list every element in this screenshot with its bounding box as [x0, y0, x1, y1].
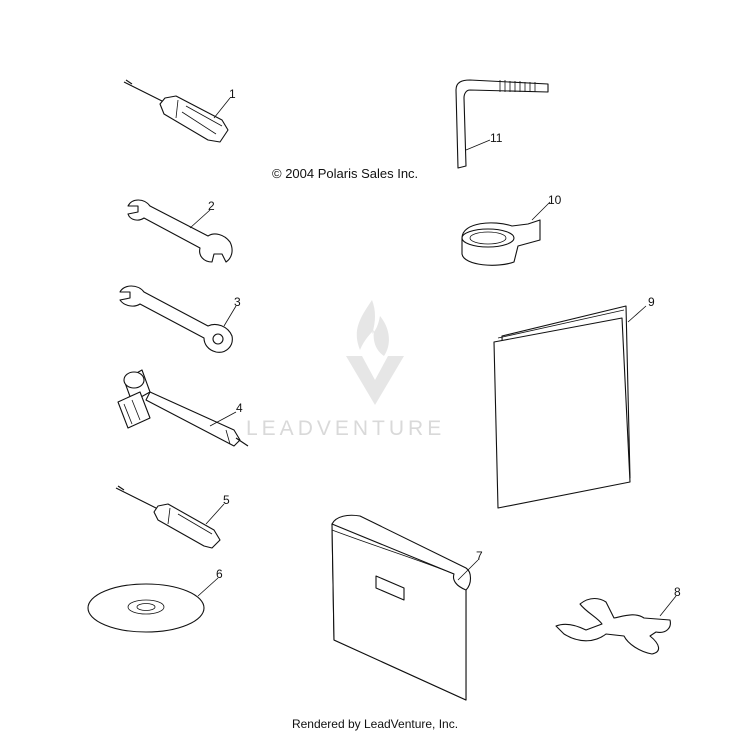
cd-disc-part [87, 583, 205, 633]
spark-plug-socket-part [117, 369, 249, 447]
footer-credit: Rendered by LeadVenture, Inc. [291, 717, 459, 731]
screwdriver-small-part [115, 485, 221, 549]
leadventure-watermark: LEADVENTURE [246, 300, 445, 440]
owners-manual-part [493, 305, 631, 509]
flame-logo-icon [346, 300, 404, 405]
callout-7: 7 [476, 549, 483, 563]
callout-labels: 1 2 3 4 5 6 7 8 9 10 11 [208, 87, 681, 599]
screwdriver-large-part [123, 79, 229, 143]
callout-1: 1 [229, 87, 236, 101]
combination-wrench-part [119, 285, 233, 353]
callout-4: 4 [236, 401, 243, 415]
open-end-wrench-part [127, 199, 233, 263]
callout-10: 10 [548, 193, 562, 207]
watermark-text: LEADVENTURE [246, 417, 445, 440]
callout-6: 6 [216, 567, 223, 581]
callout-9: 9 [648, 295, 655, 309]
callout-leaders [189, 97, 677, 617]
tool-pouch-part [331, 514, 472, 701]
spanner-pin-wrench-part [555, 597, 671, 655]
copyright-text: © 2004 Polaris Sales Inc. [272, 166, 419, 181]
hex-key-part [455, 79, 549, 169]
callout-3: 3 [234, 295, 241, 309]
callout-5: 5 [223, 493, 230, 507]
tape-roll-part [461, 219, 541, 266]
callout-8: 8 [674, 585, 681, 599]
callout-2: 2 [208, 199, 215, 213]
callout-11: 11 [490, 131, 503, 145]
